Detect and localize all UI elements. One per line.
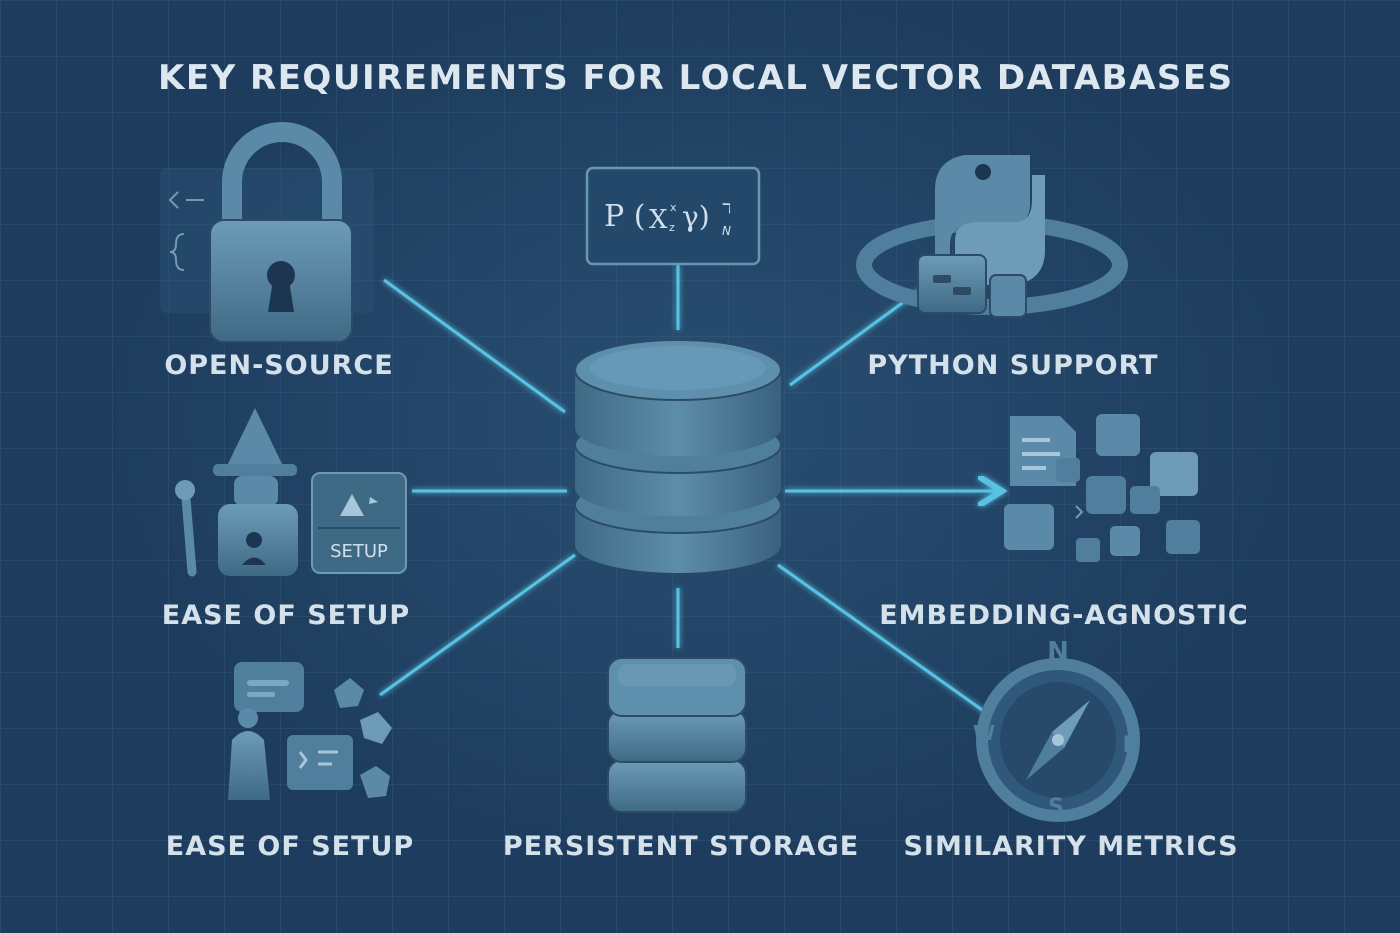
padlock-icon [160,122,374,343]
chat-shapes-icon [228,662,392,800]
label-python-support: PYTHON SUPPORT [867,350,1159,381]
compass-icon: N E S W [973,637,1140,822]
wizard-icon: SETUP [175,408,407,577]
formula-frac-num: ℸ [722,201,731,217]
connector-similarity-metrics [777,563,986,714]
formula-main: P ( [604,199,645,234]
compass-s: S [1048,795,1064,820]
formula-sup: x [670,201,677,214]
database-icon [574,339,782,573]
label-persistent-storage: PERSISTENT STORAGE [502,831,860,862]
label-embedding-agnostic: EMBEDDING-AGNOSTIC [879,600,1249,631]
formula-frac-den: N [722,224,731,238]
diagram-title: KEY REQUIREMENTS FOR LOCAL VECTOR DATABA… [158,58,1234,98]
compass-n: N [1047,637,1069,667]
setup-badge-label: SETUP [330,541,388,562]
connector-ease-of-setup-2 [379,553,576,697]
compass-w: W [973,721,995,745]
label-open-source: OPEN-SOURCE [164,350,394,381]
label-similarity-metrics: SIMILARITY METRICS [903,831,1239,862]
compass-e: E [1122,733,1137,758]
connector-python-support [789,288,921,387]
connectors [379,265,996,714]
formula-var: X [649,205,668,235]
formula-sub: z [669,221,675,234]
label-ease-of-setup-2: EASE OF SETUP [165,831,415,862]
connector-open-source [383,278,566,414]
formula-tail: γ) [682,200,710,233]
stacked-storage-icon [607,657,747,813]
formula-box: P ( X x z γ) ℸ N [585,166,761,266]
label-ease-of-setup-1: EASE OF SETUP [161,600,411,631]
cubes-icon [1004,414,1200,562]
python-icon [856,155,1128,318]
